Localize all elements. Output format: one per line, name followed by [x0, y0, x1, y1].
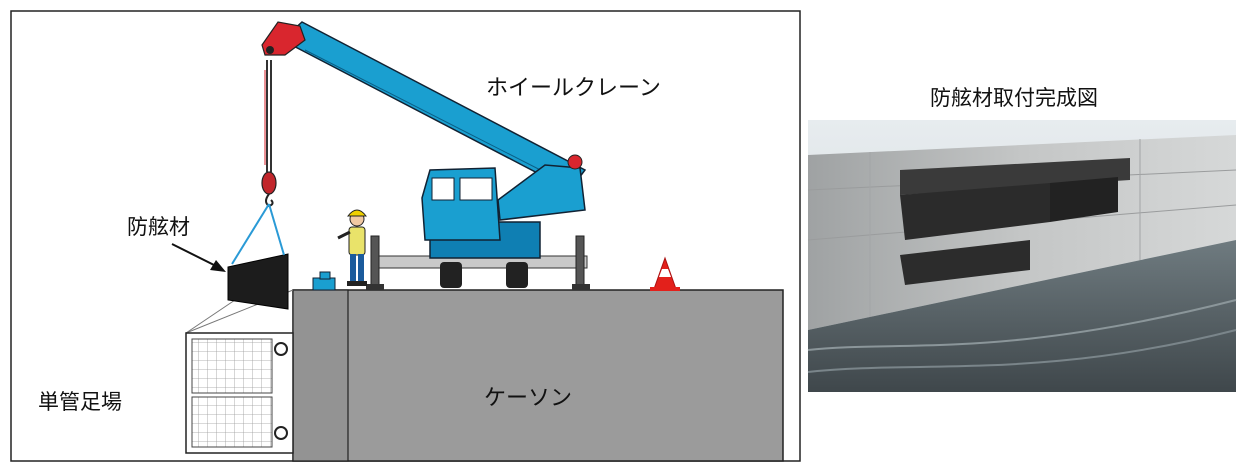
- crane-hook-icon: [231, 60, 285, 265]
- scaffold-label: 単管足場: [38, 390, 122, 414]
- scaffold: [185, 289, 294, 454]
- caisson-label: ケーソン: [484, 386, 573, 411]
- crane-label: ホイールクレーン: [486, 76, 661, 101]
- worker-figure-icon: [337, 209, 368, 286]
- traffic-cone-icon: [650, 256, 680, 291]
- photo-title: 防舷材取付完成図: [930, 86, 1098, 110]
- winch-box: [312, 271, 336, 291]
- caisson: [292, 289, 784, 462]
- fender-label: 防舷材: [127, 215, 190, 239]
- fender-block: [227, 253, 289, 310]
- fender-pointer-arrow: [171, 243, 226, 272]
- wheel-crane: [261, 21, 590, 290]
- completion-photo: [807, 120, 1237, 392]
